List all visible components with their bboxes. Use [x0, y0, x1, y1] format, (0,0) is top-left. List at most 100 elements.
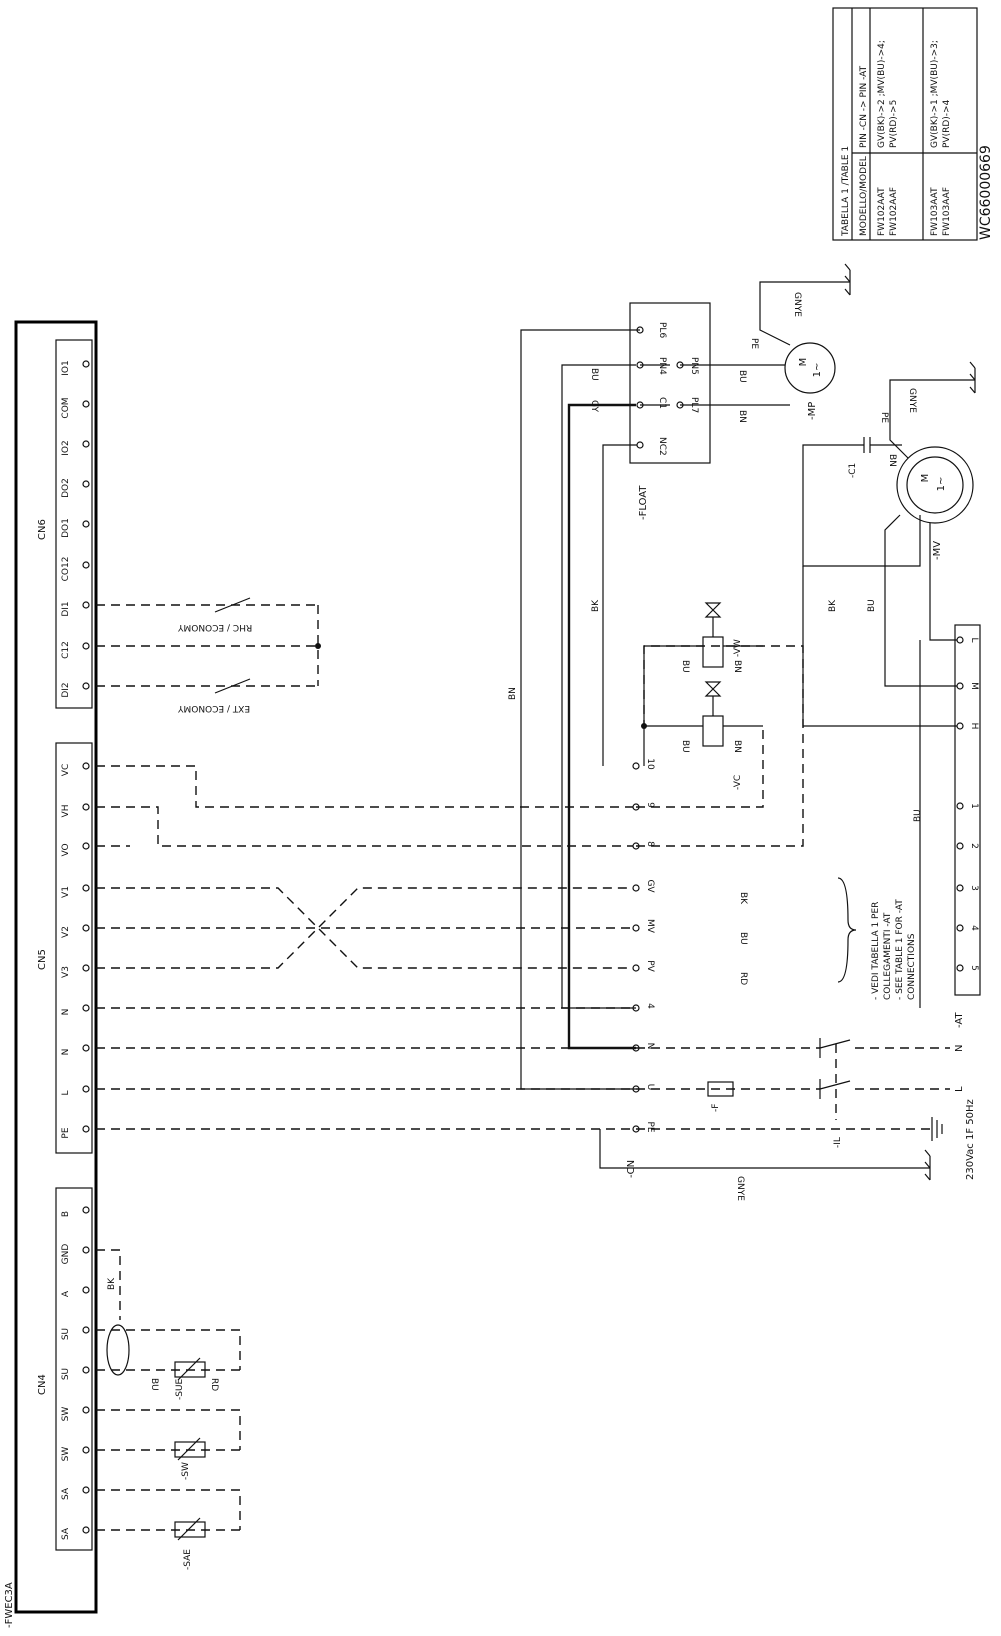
- cn6-pin-terminal: [82, 520, 90, 528]
- table-title: TABELLA 1 /TABLE 1: [841, 146, 851, 237]
- at-bu-label: BU: [913, 809, 923, 822]
- cn5-pin-label: VH: [61, 805, 71, 818]
- note-line2: COLLEGAMENTI -AT: [883, 912, 893, 1000]
- at-pin-label: H: [969, 723, 979, 730]
- table-row2-pins-a: GV(BK)->1 ;MV(BU)->3;: [930, 40, 940, 148]
- table-header-pin: PIN -CN -> PIN -AT: [859, 65, 869, 148]
- controller-name: -FWEC3A: [4, 1582, 15, 1628]
- cn6-pin-terminal: [82, 561, 90, 569]
- cn5-pin-label: VO: [61, 843, 71, 856]
- cn4-pin-label: SA: [61, 1487, 71, 1500]
- cn-pin-terminal: [632, 964, 640, 972]
- at-pin-terminal: [956, 924, 964, 932]
- cn4-pin-label: SW: [61, 1407, 71, 1422]
- cn4-pin-label: B: [61, 1211, 71, 1217]
- supply-label: 230Vac 1F 50Hz: [965, 1099, 976, 1180]
- pump-pe-label: PE: [749, 338, 759, 349]
- cn-pin-label: MV: [645, 919, 655, 934]
- float-pin-pn5: PN5: [689, 357, 699, 375]
- cn6-title: CN6: [37, 519, 48, 540]
- cn5-pin-label: V1: [61, 886, 71, 898]
- cn4-pin-terminal: [82, 1446, 90, 1454]
- cn5-pin-label: PE: [61, 1127, 71, 1138]
- vc-bn-label: BN: [732, 740, 742, 753]
- cn5-pin-label: V3: [61, 966, 71, 978]
- at-pin-terminal: [956, 964, 964, 972]
- document-code: WC66000669: [978, 145, 994, 240]
- supply-l-label: L: [954, 1086, 965, 1092]
- cn5-pin-label: VC: [61, 764, 71, 776]
- cn6-pin-terminal: [82, 682, 90, 690]
- float-name: -FLOAT: [638, 485, 649, 520]
- vw-bu-label: BU: [680, 660, 690, 673]
- pump-motor: M 1~ -MP BU BN PE GNYE: [680, 263, 851, 423]
- switch-label: -IL: [833, 1137, 843, 1148]
- table-row1-model-a: FW102AAT: [877, 187, 887, 236]
- cn4-pin-terminal: [82, 1526, 90, 1534]
- at-pin-label: 1: [969, 803, 979, 809]
- float-pin-pl6: PL6: [657, 322, 667, 338]
- cn-pin-label: 8: [645, 841, 655, 847]
- model-table: TABELLA 1 /TABLE 1 MODELLO/MODEL PIN -CN…: [832, 7, 978, 241]
- cn-pin-label: GV: [645, 879, 655, 893]
- cn5-pin-terminal: [82, 884, 90, 892]
- float-pin-nc2: NC2: [657, 437, 667, 456]
- cn5-pin-terminal: [82, 1125, 90, 1133]
- fan-bn-label: BN: [887, 454, 897, 467]
- cn6-pin-label: C12: [61, 641, 71, 659]
- cn6-pin-label: DO2: [61, 478, 71, 498]
- float-bn-label: BN: [508, 687, 518, 700]
- cn4-pin-terminal: [82, 1246, 90, 1254]
- fan-bu-label: BU: [867, 599, 877, 612]
- cn6-pin-label: CO12: [61, 557, 71, 582]
- sw-label: -SW: [181, 1462, 191, 1480]
- cn-pin-terminal: [632, 884, 640, 892]
- sae-label: -SAE: [183, 1549, 193, 1570]
- cn4-pin-terminal: [82, 1366, 90, 1374]
- cn6-pin-label: DI1: [61, 601, 71, 616]
- cn5-pin-terminal: [82, 842, 90, 850]
- fuse-label: -F: [711, 1104, 721, 1112]
- at-pin-terminal: [956, 682, 964, 690]
- cn-pin-label: 4: [645, 1003, 655, 1009]
- fan-motor: M 1~ -MV PE GNYE -C1 BN BK BU: [802, 361, 976, 727]
- cn4-pin-terminal: [82, 1486, 90, 1494]
- cn-pin-label: U: [645, 1084, 655, 1091]
- note-line4: CONNECTIONS: [907, 933, 917, 1000]
- cn5-pin-label: L: [61, 1090, 71, 1095]
- cn4-title: CN4: [37, 1374, 48, 1395]
- controller-board: -FWEC3A CN6 IO1COMIO2DO2DO1CO12DI1C12DI2…: [4, 320, 98, 1628]
- table-row2-model-a: FW103AAT: [930, 187, 940, 236]
- cn6-pin-label: COM: [61, 397, 71, 418]
- cn6-pin-label: IO1: [61, 360, 71, 375]
- sue-rd-label: RD: [209, 1378, 219, 1391]
- cn5-pin-terminal: [82, 762, 90, 770]
- at-pin-label: M: [969, 682, 979, 690]
- economy-inputs: RHC / ECONOMY EXT / ECONOMY: [96, 597, 321, 713]
- power-supply: -F -IL N L 230Vac 1F 50Hz GNYE: [599, 1038, 976, 1201]
- cn5-wiring: [96, 765, 636, 1130]
- float-gy-label: GY: [589, 400, 599, 413]
- table-row2-pins-b: PV(RD)->4: [942, 99, 952, 148]
- fan-m-label: M: [920, 474, 931, 483]
- table-row1-model-b: FW102AAF: [889, 187, 899, 236]
- at-pin-label: 2: [969, 843, 979, 849]
- cn4-pin-terminal: [82, 1206, 90, 1214]
- cn6-pin-terminal: [82, 601, 90, 609]
- cn6-pin-terminal: [82, 480, 90, 488]
- cn5-pin-terminal: [82, 1044, 90, 1052]
- cn5-pin-terminal: [82, 924, 90, 932]
- cn-pin-terminal: [632, 924, 640, 932]
- vc-bu-label: BU: [680, 740, 690, 753]
- cn4-pin-terminal: [82, 1286, 90, 1294]
- fan-phase-label: 1~: [936, 477, 947, 492]
- pump-phase-label: 1~: [812, 363, 823, 378]
- fan-bk-label: BK: [828, 599, 838, 612]
- mv-bu-label: BU: [738, 932, 748, 945]
- at-pin-terminal: [956, 636, 964, 644]
- connector-cn-name: -CN: [626, 1160, 637, 1178]
- supply-n-label: N: [954, 1045, 965, 1052]
- sue-bu-label: BU: [149, 1378, 159, 1391]
- table-row2-model-b: FW103AAF: [942, 187, 952, 236]
